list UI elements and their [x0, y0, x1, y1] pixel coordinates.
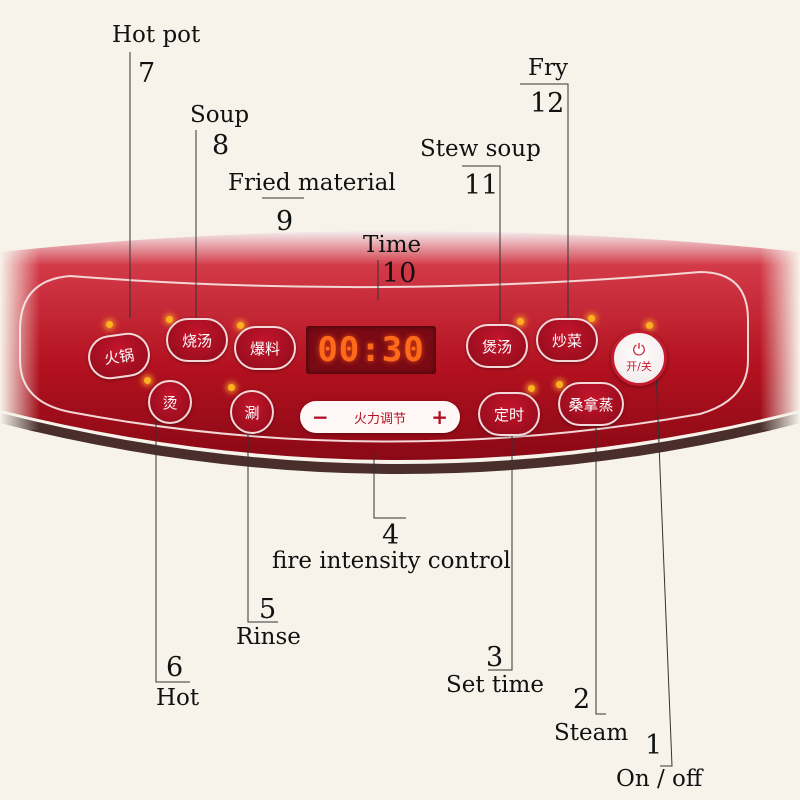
led-indicator — [517, 318, 524, 325]
hot-button[interactable]: 烫 — [148, 380, 192, 424]
soup-button[interactable]: 烧汤 — [166, 318, 228, 362]
callout-name: fire intensity control — [272, 548, 511, 574]
callout-name: Hot — [156, 685, 200, 711]
power-button-label: 开/关 — [626, 360, 652, 373]
leader-rinse — [247, 428, 278, 623]
callout-number: 12 — [530, 88, 565, 119]
callout-number: 2 — [573, 684, 591, 715]
leader-settime — [488, 428, 513, 671]
power-button[interactable]: ⏻ 开/关 — [611, 330, 667, 386]
callout-number: 11 — [464, 170, 499, 201]
decrease-icon[interactable]: − — [312, 405, 329, 429]
time-display: 00:30 — [306, 326, 436, 374]
steam-button[interactable]: 桑拿蒸 — [558, 382, 624, 426]
leader-stew — [462, 165, 501, 322]
led-indicator — [646, 322, 653, 329]
callout-name: On / off — [616, 766, 703, 792]
fried-material-button[interactable]: 爆料 — [234, 326, 296, 370]
leader-steam — [595, 422, 606, 715]
rinse-button[interactable]: 涮 — [230, 390, 274, 434]
callout-number: 8 — [212, 130, 230, 161]
led-indicator — [528, 385, 535, 392]
power-icon: ⏻ — [632, 340, 646, 359]
callout-name: Stew soup — [420, 136, 541, 162]
led-indicator — [237, 322, 244, 329]
callout-name: Fried material — [228, 170, 396, 196]
callout-number: 6 — [166, 652, 184, 683]
leader-onoff — [655, 369, 673, 767]
callout-number: 1 — [645, 730, 663, 761]
led-indicator — [106, 321, 113, 328]
led-indicator — [144, 377, 151, 384]
leader-hot — [155, 420, 190, 683]
callout-number: 4 — [382, 520, 400, 551]
callout-number: 7 — [138, 58, 156, 89]
callout-name: Rinse — [236, 624, 301, 650]
callout-name: Set time — [446, 672, 544, 698]
callout-name: Hot pot — [112, 22, 201, 48]
fire-intensity-label: 火力调节 — [353, 411, 406, 427]
set-time-button[interactable]: 定时 — [478, 392, 540, 436]
callout-name: Steam — [554, 720, 629, 746]
callout-number: 3 — [486, 642, 504, 673]
stew-soup-button[interactable]: 煲汤 — [466, 324, 528, 368]
callout-number: 9 — [276, 206, 294, 237]
fire-intensity-slider[interactable]: − 火力调节 + — [300, 401, 460, 433]
leader-fry — [520, 83, 569, 318]
increase-icon[interactable]: + — [431, 405, 448, 429]
led-indicator — [556, 381, 563, 388]
led-indicator — [166, 316, 173, 323]
fry-button[interactable]: 炒菜 — [536, 318, 598, 362]
callout-name: Soup — [190, 102, 250, 128]
led-indicator — [588, 315, 595, 322]
leader-fire — [373, 452, 406, 519]
callout-name: Time — [363, 232, 422, 258]
callout-number: 5 — [259, 594, 277, 625]
callout-name: Fry — [528, 55, 568, 81]
callout-number: 10 — [382, 258, 417, 289]
led-indicator — [228, 384, 235, 391]
